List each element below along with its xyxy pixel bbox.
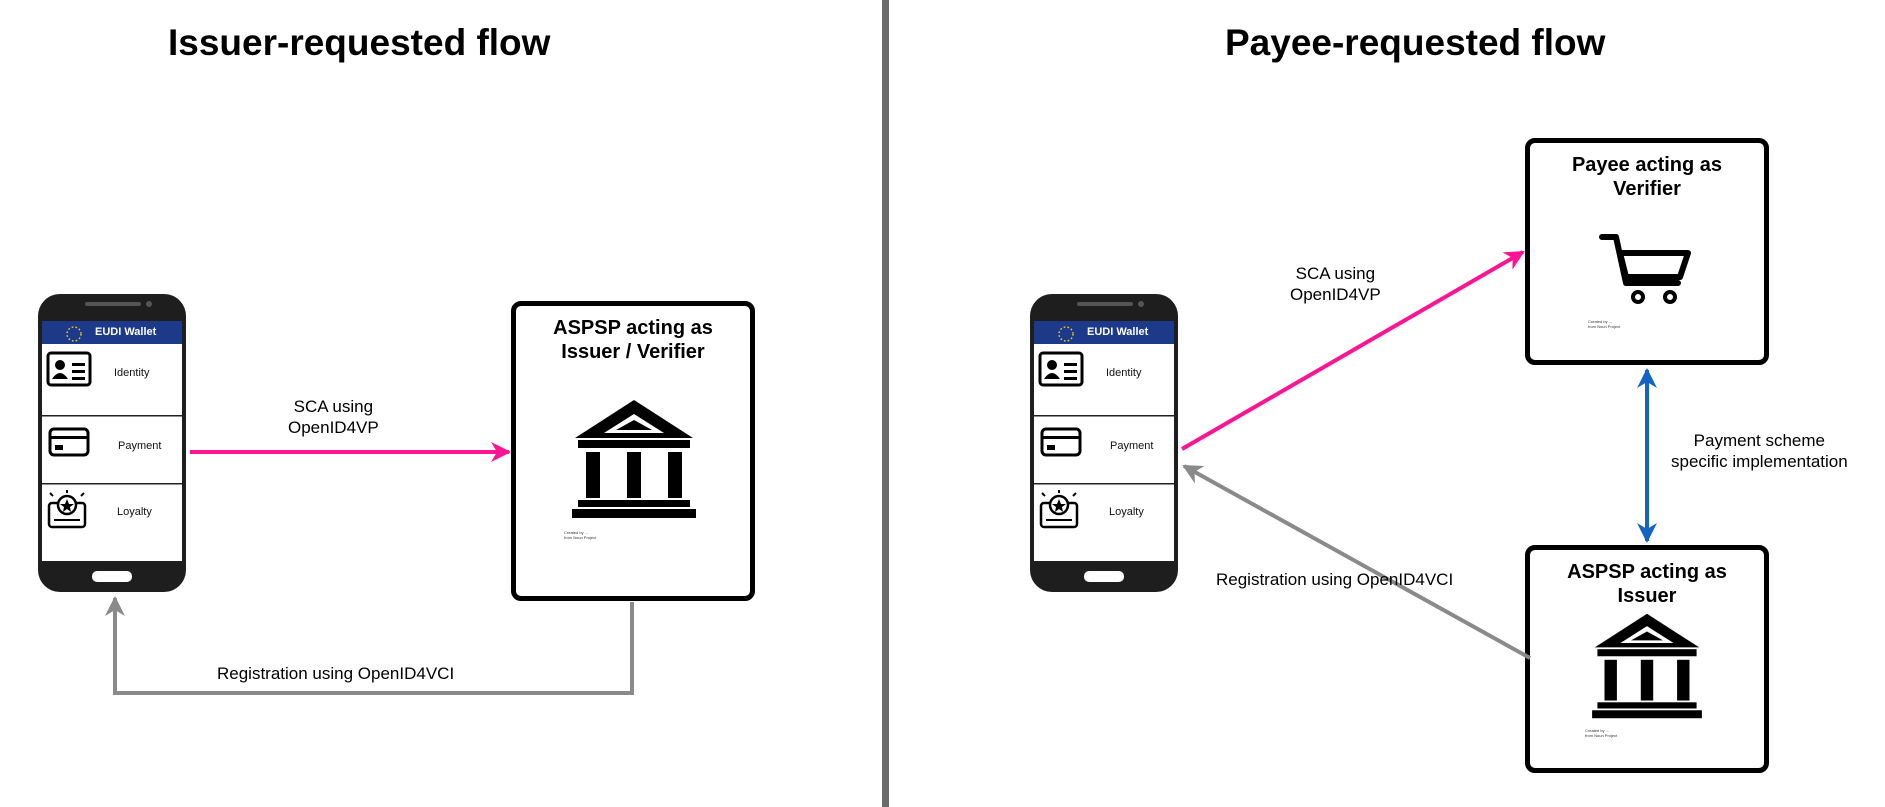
attribution-fine-print: Created by ...from Noun Project: [1588, 319, 1621, 329]
left-registration-arrow: [105, 596, 634, 695]
credit-card-icon: [1040, 427, 1082, 457]
bank-icon: [572, 400, 696, 518]
phone-frame: [1030, 294, 1178, 592]
wallet-item-label: Loyalty: [117, 506, 152, 518]
wallet-header-title: EUDI Wallet: [95, 326, 157, 338]
right-registration-label: Registration using OpenID4VCI: [1216, 570, 1454, 589]
loyalty-card-icon: [47, 490, 87, 529]
wallet-item-identity: Identity: [1034, 345, 1174, 415]
payee-verifier-box: Payee acting as Verifier Created by ...f…: [1525, 138, 1769, 365]
wallet-item-label: Identity: [114, 367, 150, 379]
wallet-item-loyalty: Loyalty: [1034, 485, 1174, 559]
eu-stars-icon: [1058, 326, 1074, 342]
wallet-item-payment: Payment: [1034, 417, 1174, 483]
attribution-fine-print: Created by ...from Noun Project: [564, 530, 597, 540]
eu-stars-icon: [66, 326, 82, 342]
shopping-cart-icon: [1599, 234, 1691, 304]
loyalty-card-icon: [1039, 490, 1079, 529]
payee-box-title: Payee acting as Verifier: [1571, 154, 1723, 200]
id-card-icon: [1038, 351, 1084, 387]
attribution-fine-print: Created by ...from Noun Project: [1585, 728, 1618, 738]
left-eudi-wallet-phone: EUDI Wallet Identity Payment Loyalty: [37, 293, 187, 593]
wallet-header-title: EUDI Wallet: [1087, 326, 1149, 338]
wallet-item-loyalty: Loyalty: [42, 485, 182, 559]
wallet-item-label: Payment: [118, 440, 162, 452]
right-sca-arrow: [1180, 250, 1525, 451]
left-sca-label: SCA using OpenID4VP: [288, 397, 379, 437]
bank-icon: [1592, 613, 1702, 719]
left-flow-title: Issuer-requested flow: [168, 22, 551, 63]
right-flow-title: Payee-requested flow: [1225, 22, 1606, 63]
right-sca-label: SCA using OpenID4VP: [1290, 264, 1381, 304]
wallet-item-label: Payment: [1110, 440, 1154, 452]
wallet-item-payment: Payment: [42, 417, 182, 483]
wallet-item-label: Identity: [1106, 367, 1142, 379]
phone-frame: [38, 294, 186, 592]
credit-card-icon: [48, 427, 90, 457]
right-eudi-wallet-phone: EUDI Wallet Identity Payment Loyalty: [1029, 293, 1179, 593]
scheme-label: Payment scheme specific implementation: [1671, 431, 1848, 471]
id-card-icon: [46, 351, 92, 387]
right-aspsp-box-title: ASPSP acting as Issuer: [1567, 561, 1727, 607]
right-registration-arrow: [1182, 464, 1531, 660]
panel-divider: [882, 0, 889, 807]
left-aspsp-issuer-verifier-box: ASPSP acting as Issuer / Verifier Create…: [511, 301, 755, 601]
right-aspsp-issuer-box: ASPSP acting as Issuer Created by ...fro…: [1525, 545, 1769, 773]
wallet-item-identity: Identity: [42, 345, 182, 415]
wallet-item-label: Loyalty: [1109, 506, 1144, 518]
left-registration-label: Registration using OpenID4VCI: [217, 664, 455, 683]
left-aspsp-box-title: ASPSP acting as Issuer / Verifier: [553, 317, 713, 363]
